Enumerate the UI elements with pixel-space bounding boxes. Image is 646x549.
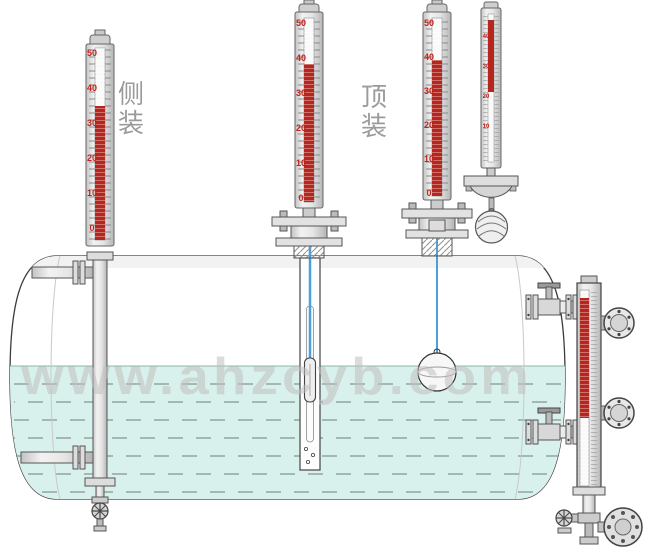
drain-valve bbox=[91, 485, 109, 532]
scale-number: 0 bbox=[89, 223, 94, 233]
scale-ticks-right bbox=[314, 18, 320, 202]
drain-handwheel bbox=[555, 509, 573, 527]
scale-numbers: 40 30 20 10 bbox=[483, 34, 490, 130]
tee-fitting bbox=[577, 512, 601, 524]
flange-bolts bbox=[527, 297, 570, 317]
scale-ticks-right bbox=[494, 14, 499, 162]
scale-ticks bbox=[591, 290, 597, 486]
scale-number: 10 bbox=[424, 154, 434, 164]
label-side-mount: 侧 装 bbox=[118, 79, 144, 138]
label-side-mount-char-2: 装 bbox=[118, 108, 144, 138]
gauge-neck bbox=[430, 199, 444, 210]
scale-number: 50 bbox=[424, 18, 434, 28]
scale-number: 40 bbox=[87, 83, 97, 93]
flange-spool bbox=[290, 225, 328, 239]
scale-number: 40 bbox=[483, 34, 490, 40]
compact-top-gauge: 40 30 20 10 bbox=[463, 1, 519, 244]
scale-numbers: 50 40 30 20 10 0 bbox=[87, 48, 97, 233]
scale-number: 20 bbox=[424, 120, 434, 130]
valve-body bbox=[537, 298, 561, 316]
valve-body bbox=[537, 423, 561, 441]
scale-number: 20 bbox=[483, 94, 490, 100]
alarm-switch-2 bbox=[600, 397, 635, 429]
alarm-switch-1 bbox=[600, 307, 635, 339]
scale-ticks-right bbox=[105, 48, 111, 240]
scale-number: 0 bbox=[426, 188, 431, 198]
isolation-valve-bottom bbox=[525, 407, 579, 445]
gauge-column: 50 40 30 20 10 0 bbox=[422, 0, 452, 201]
scale-number: 40 bbox=[296, 53, 306, 63]
mounting-flange-lower bbox=[275, 237, 343, 247]
flange-bolts bbox=[279, 210, 339, 232]
top-nozzle-flange-pair bbox=[72, 260, 86, 285]
scale-number: 20 bbox=[296, 123, 306, 133]
mounting-flange bbox=[463, 175, 519, 187]
scale-numbers: 50 40 30 20 10 0 bbox=[424, 18, 434, 198]
scale-number: 10 bbox=[87, 188, 97, 198]
scale-ticks-left bbox=[89, 48, 95, 240]
flange-bolts bbox=[408, 202, 466, 224]
mounting-flange-upper bbox=[271, 216, 347, 227]
top-mounted-gauge-1: 50 40 30 20 10 0 bbox=[271, 0, 347, 471]
scale-number: 50 bbox=[87, 48, 97, 58]
scale-number: 30 bbox=[296, 88, 306, 98]
scale-ticks-left bbox=[426, 18, 432, 196]
scale-number: 50 bbox=[296, 18, 306, 28]
bottom-drain-assembly bbox=[555, 486, 643, 547]
remote-side-gauge bbox=[525, 275, 643, 547]
gauge-neck bbox=[486, 167, 496, 177]
isolation-valve-top bbox=[525, 282, 579, 320]
bottom-flange bbox=[572, 486, 606, 496]
gauge-neck bbox=[302, 207, 316, 218]
scale-number: 30 bbox=[424, 86, 434, 96]
float-spiral bbox=[476, 215, 507, 237]
tank-nozzle bbox=[293, 245, 325, 259]
ball-float-equator bbox=[417, 366, 457, 378]
indicator-red bbox=[488, 20, 494, 92]
gauge-column: 50 40 30 20 10 0 bbox=[294, 0, 324, 209]
label-side-mount-char-1: 侧 bbox=[118, 79, 144, 109]
tube-drain-holes bbox=[303, 446, 315, 464]
gauge-column: 40 30 20 10 bbox=[480, 1, 502, 169]
scale-number: 20 bbox=[87, 153, 97, 163]
flange-dome bbox=[469, 185, 513, 198]
scale-number: 0 bbox=[298, 193, 303, 203]
label-top-mount-char-2: 装 bbox=[361, 111, 387, 141]
scale-ticks-right bbox=[442, 18, 448, 196]
scale-numbers: 50 40 30 20 10 0 bbox=[296, 18, 306, 203]
bottom-nozzle-flange-pair bbox=[72, 445, 86, 470]
float-stem bbox=[488, 197, 495, 211]
tank-top-shading bbox=[10, 256, 565, 268]
tank-weld-seam-right bbox=[514, 256, 525, 499]
chamber-top-flange bbox=[86, 251, 114, 261]
mounting-flange-upper bbox=[401, 208, 473, 219]
tank-nozzle bbox=[421, 237, 453, 257]
watermark-text: www.ahzcyb.com bbox=[20, 348, 533, 406]
scale-number: 10 bbox=[296, 158, 306, 168]
displacer-float bbox=[474, 210, 509, 244]
scale-number: 30 bbox=[87, 118, 97, 128]
blind-flange bbox=[603, 507, 643, 547]
flange-bolts bbox=[527, 422, 570, 442]
gauge-column: 50 40 30 20 10 0 bbox=[85, 29, 115, 247]
damper-box bbox=[428, 219, 446, 232]
scale-ticks-left bbox=[298, 18, 304, 202]
scale-ticks-left bbox=[483, 14, 488, 162]
chamber-bottom-flange bbox=[84, 477, 116, 487]
scale-number: 10 bbox=[483, 124, 490, 130]
scale-number: 30 bbox=[483, 64, 490, 70]
scale-number: 40 bbox=[424, 52, 434, 62]
side-mounted-gauge: 50 40 30 20 10 0 bbox=[20, 29, 116, 532]
top-mounted-gauge-2: 50 40 30 20 10 0 bbox=[401, 0, 473, 392]
label-top-mount: 顶 装 bbox=[361, 82, 387, 141]
label-top-mount-char-1: 顶 bbox=[361, 82, 387, 112]
